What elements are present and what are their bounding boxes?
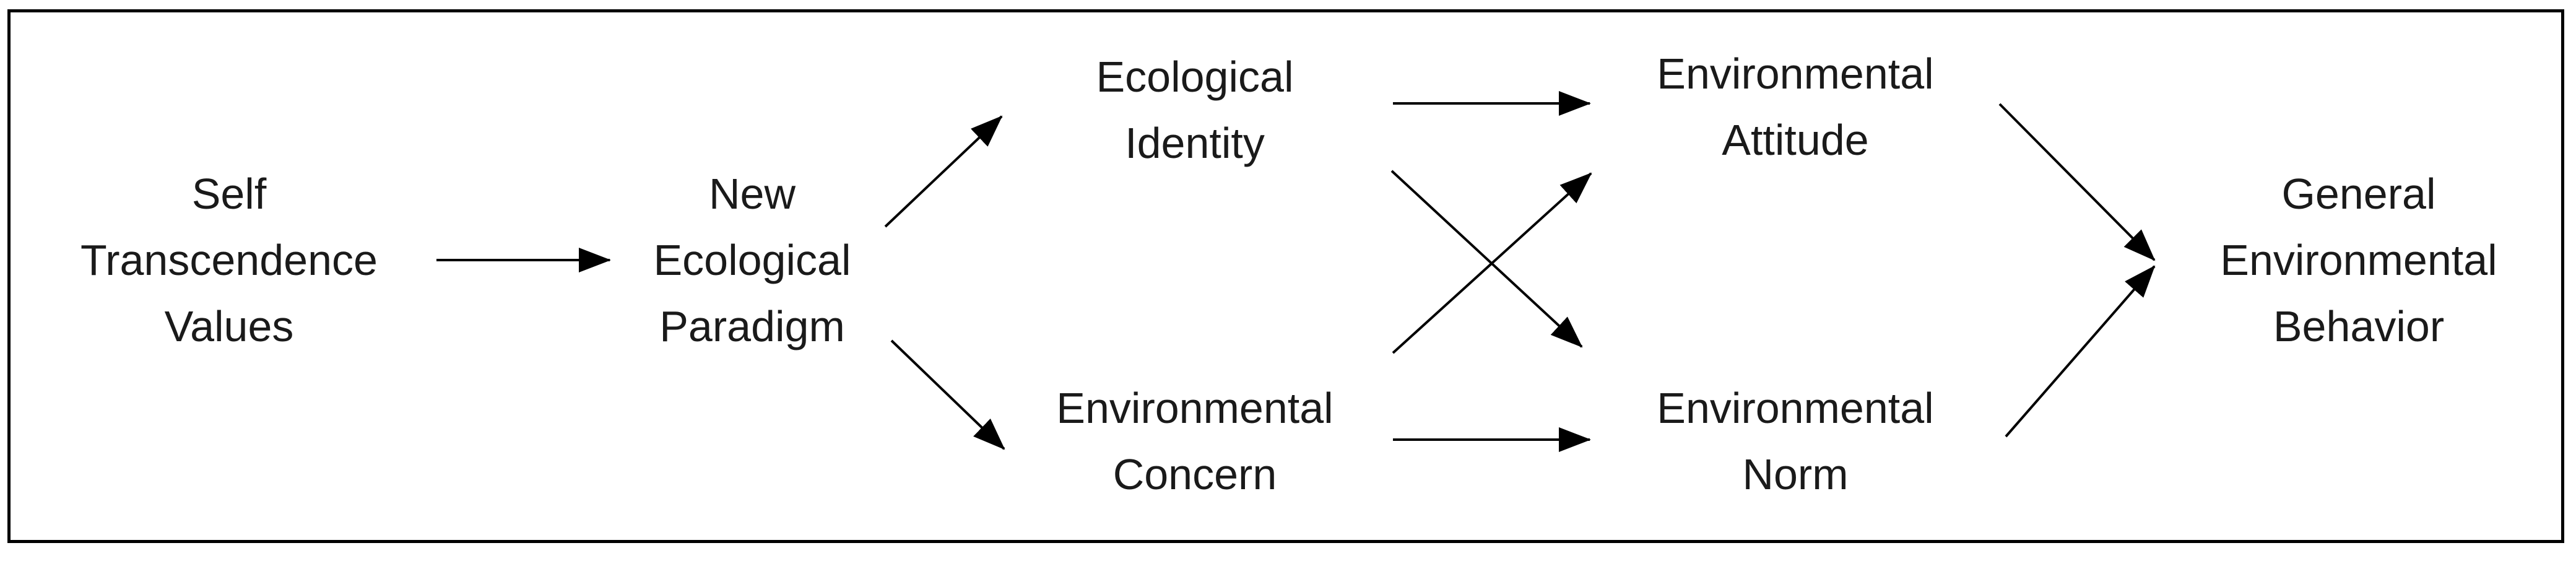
edge-environmental-concern-to-environmental-attitude xyxy=(1392,172,1592,354)
edge-environmental-norm-to-general-environmental-behavior xyxy=(2005,265,2156,438)
node-ecological-identity: Ecological Identity xyxy=(1003,40,1387,180)
node-environmental-concern: Environmental Concern xyxy=(1003,372,1387,511)
edge-environmental-attitude-to-general-environmental-behavior xyxy=(1998,103,2156,261)
node-ecological-identity-line-1: Ecological xyxy=(1096,52,1294,101)
node-environmental-attitude: Environmental Attitude xyxy=(1597,37,1993,176)
edge-new-ecological-paradigm-to-environmental-concern xyxy=(890,339,1005,450)
node-environmental-norm-line-1: Environmental xyxy=(1657,383,1934,432)
node-new-ecological-paradigm: New Ecological Paradigm xyxy=(619,158,885,362)
node-ecological-identity-line-2: Identity xyxy=(1125,118,1265,167)
node-new-ecological-paradigm-line-1: New xyxy=(708,169,796,218)
node-new-ecological-paradigm-line-3: Paradigm xyxy=(659,302,845,350)
node-new-ecological-paradigm-line-2: Ecological xyxy=(653,235,851,284)
node-environmental-concern-line-2: Concern xyxy=(1112,450,1277,498)
node-self-transcendence-line-1: Self xyxy=(191,169,267,218)
node-general-environmental-behavior-line-3: Behavior xyxy=(2273,302,2445,350)
node-general-environmental-behavior: General Environmental Behavior xyxy=(2167,158,2551,362)
node-self-transcendence-line-3: Values xyxy=(164,302,294,350)
node-environmental-norm-line-2: Norm xyxy=(1742,450,1849,498)
node-general-environmental-behavior-line-1: General xyxy=(2281,169,2436,218)
edge-ecological-identity-to-environmental-norm xyxy=(1390,170,1583,348)
node-general-environmental-behavior-line-2: Environmental xyxy=(2220,235,2497,284)
edge-new-ecological-paradigm-to-ecological-identity xyxy=(884,115,1003,228)
node-self-transcendence-line-2: Transcendence xyxy=(80,235,378,284)
node-environmental-attitude-line-1: Environmental xyxy=(1657,49,1934,98)
node-environmental-concern-line-1: Environmental xyxy=(1056,383,1334,432)
node-environmental-norm: Environmental Norm xyxy=(1597,372,1993,511)
node-environmental-attitude-line-2: Attitude xyxy=(1722,115,1869,164)
node-self-transcendence-values: Self Transcendence Values xyxy=(25,158,433,362)
diagram-frame xyxy=(7,9,2564,543)
